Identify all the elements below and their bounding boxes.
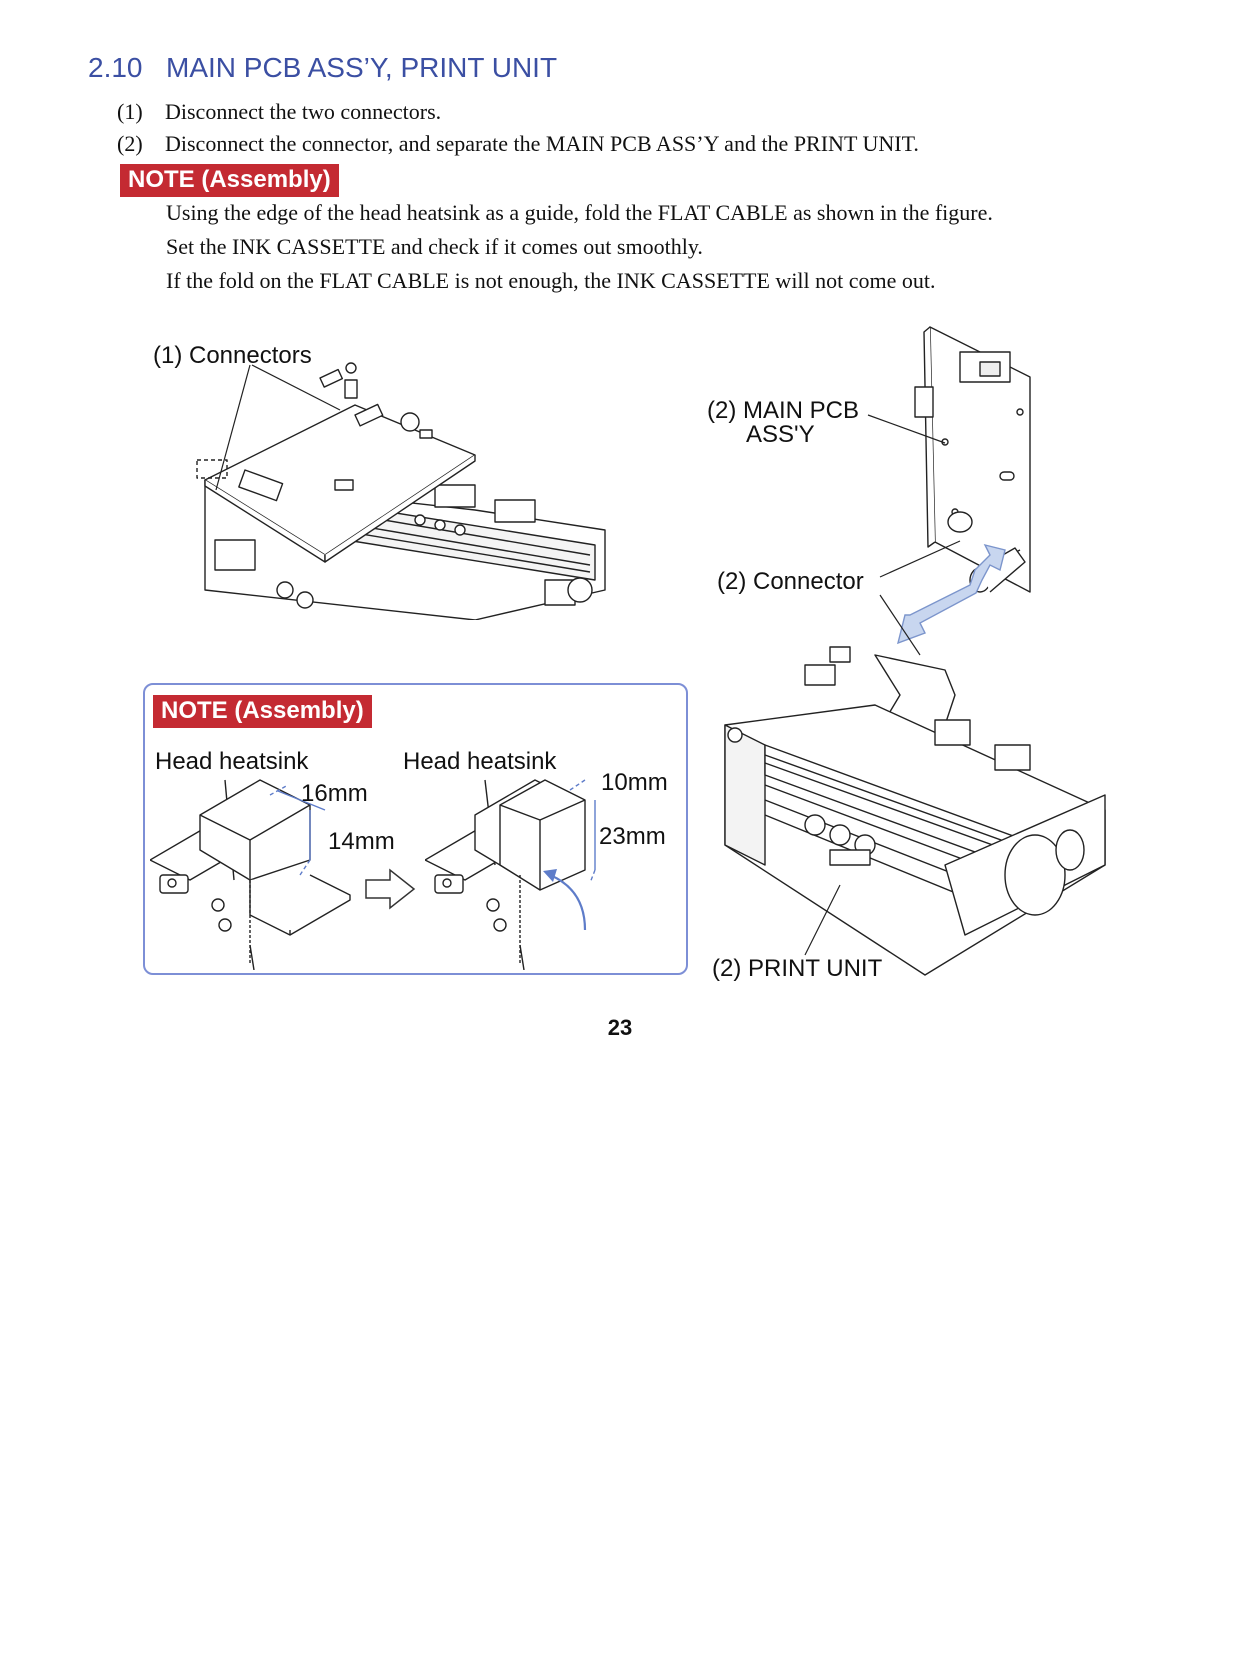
section-heading: 2.10 MAIN PCB ASS’Y, PRINT UNIT: [88, 52, 557, 84]
note-line-2: Set the INK CASSETTE and check if it com…: [166, 234, 703, 259]
step-text: Disconnect the two connectors.: [165, 99, 442, 124]
step-2: (2) Disconnect the connector, and separat…: [117, 131, 919, 157]
step-number: (2): [117, 131, 143, 156]
step-1: (1) Disconnect the two connectors.: [117, 99, 441, 125]
label-main-pcb-line1: (2) MAIN PCB: [707, 397, 860, 424]
note-line-1: Using the edge of the head heatsink as a…: [166, 200, 993, 225]
label-main-pcb-line2: ASS'Y: [746, 421, 815, 448]
dim-23mm: 23mm: [599, 823, 666, 850]
page-number: 23: [607, 1015, 633, 1040]
label-head-heatsink-right: Head heatsink: [403, 748, 557, 775]
section-number: 2.10: [88, 52, 143, 83]
label-print-unit: (2) PRINT UNIT: [712, 955, 883, 982]
heatsink-after-illustration: [425, 779, 596, 970]
main-pcb-illustration: [914, 326, 1031, 593]
label-connectors: (1) Connectors: [153, 342, 312, 369]
note-badge: NOTE (Assembly): [120, 164, 339, 197]
print-unit-leader: [804, 884, 841, 956]
pcb-assembly-illustration: [196, 362, 606, 620]
note-assembly-box: [143, 683, 688, 975]
label-head-heatsink-left: Head heatsink: [155, 748, 309, 775]
heatsink-before-illustration: [150, 779, 351, 970]
dim-14mm: 14mm: [328, 828, 395, 855]
section-title: MAIN PCB ASS’Y, PRINT UNIT: [166, 52, 558, 83]
print-unit-illustration: [724, 646, 1106, 976]
label-connector: (2) Connector: [717, 568, 864, 595]
step-number: (1): [117, 99, 143, 124]
dim-16mm: 16mm: [301, 780, 368, 807]
dim-10mm: 10mm: [601, 769, 668, 796]
step-text: Disconnect the connector, and separate t…: [165, 131, 919, 156]
separate-arrow: [896, 543, 1006, 645]
main-pcb-leaders: [867, 414, 961, 656]
fold-arrow-icon: [365, 868, 416, 910]
connectors-leader: [215, 364, 341, 491]
note-line-3: If the fold on the FLAT CABLE is not eno…: [166, 268, 936, 293]
note-box-badge: NOTE (Assembly): [153, 695, 372, 728]
